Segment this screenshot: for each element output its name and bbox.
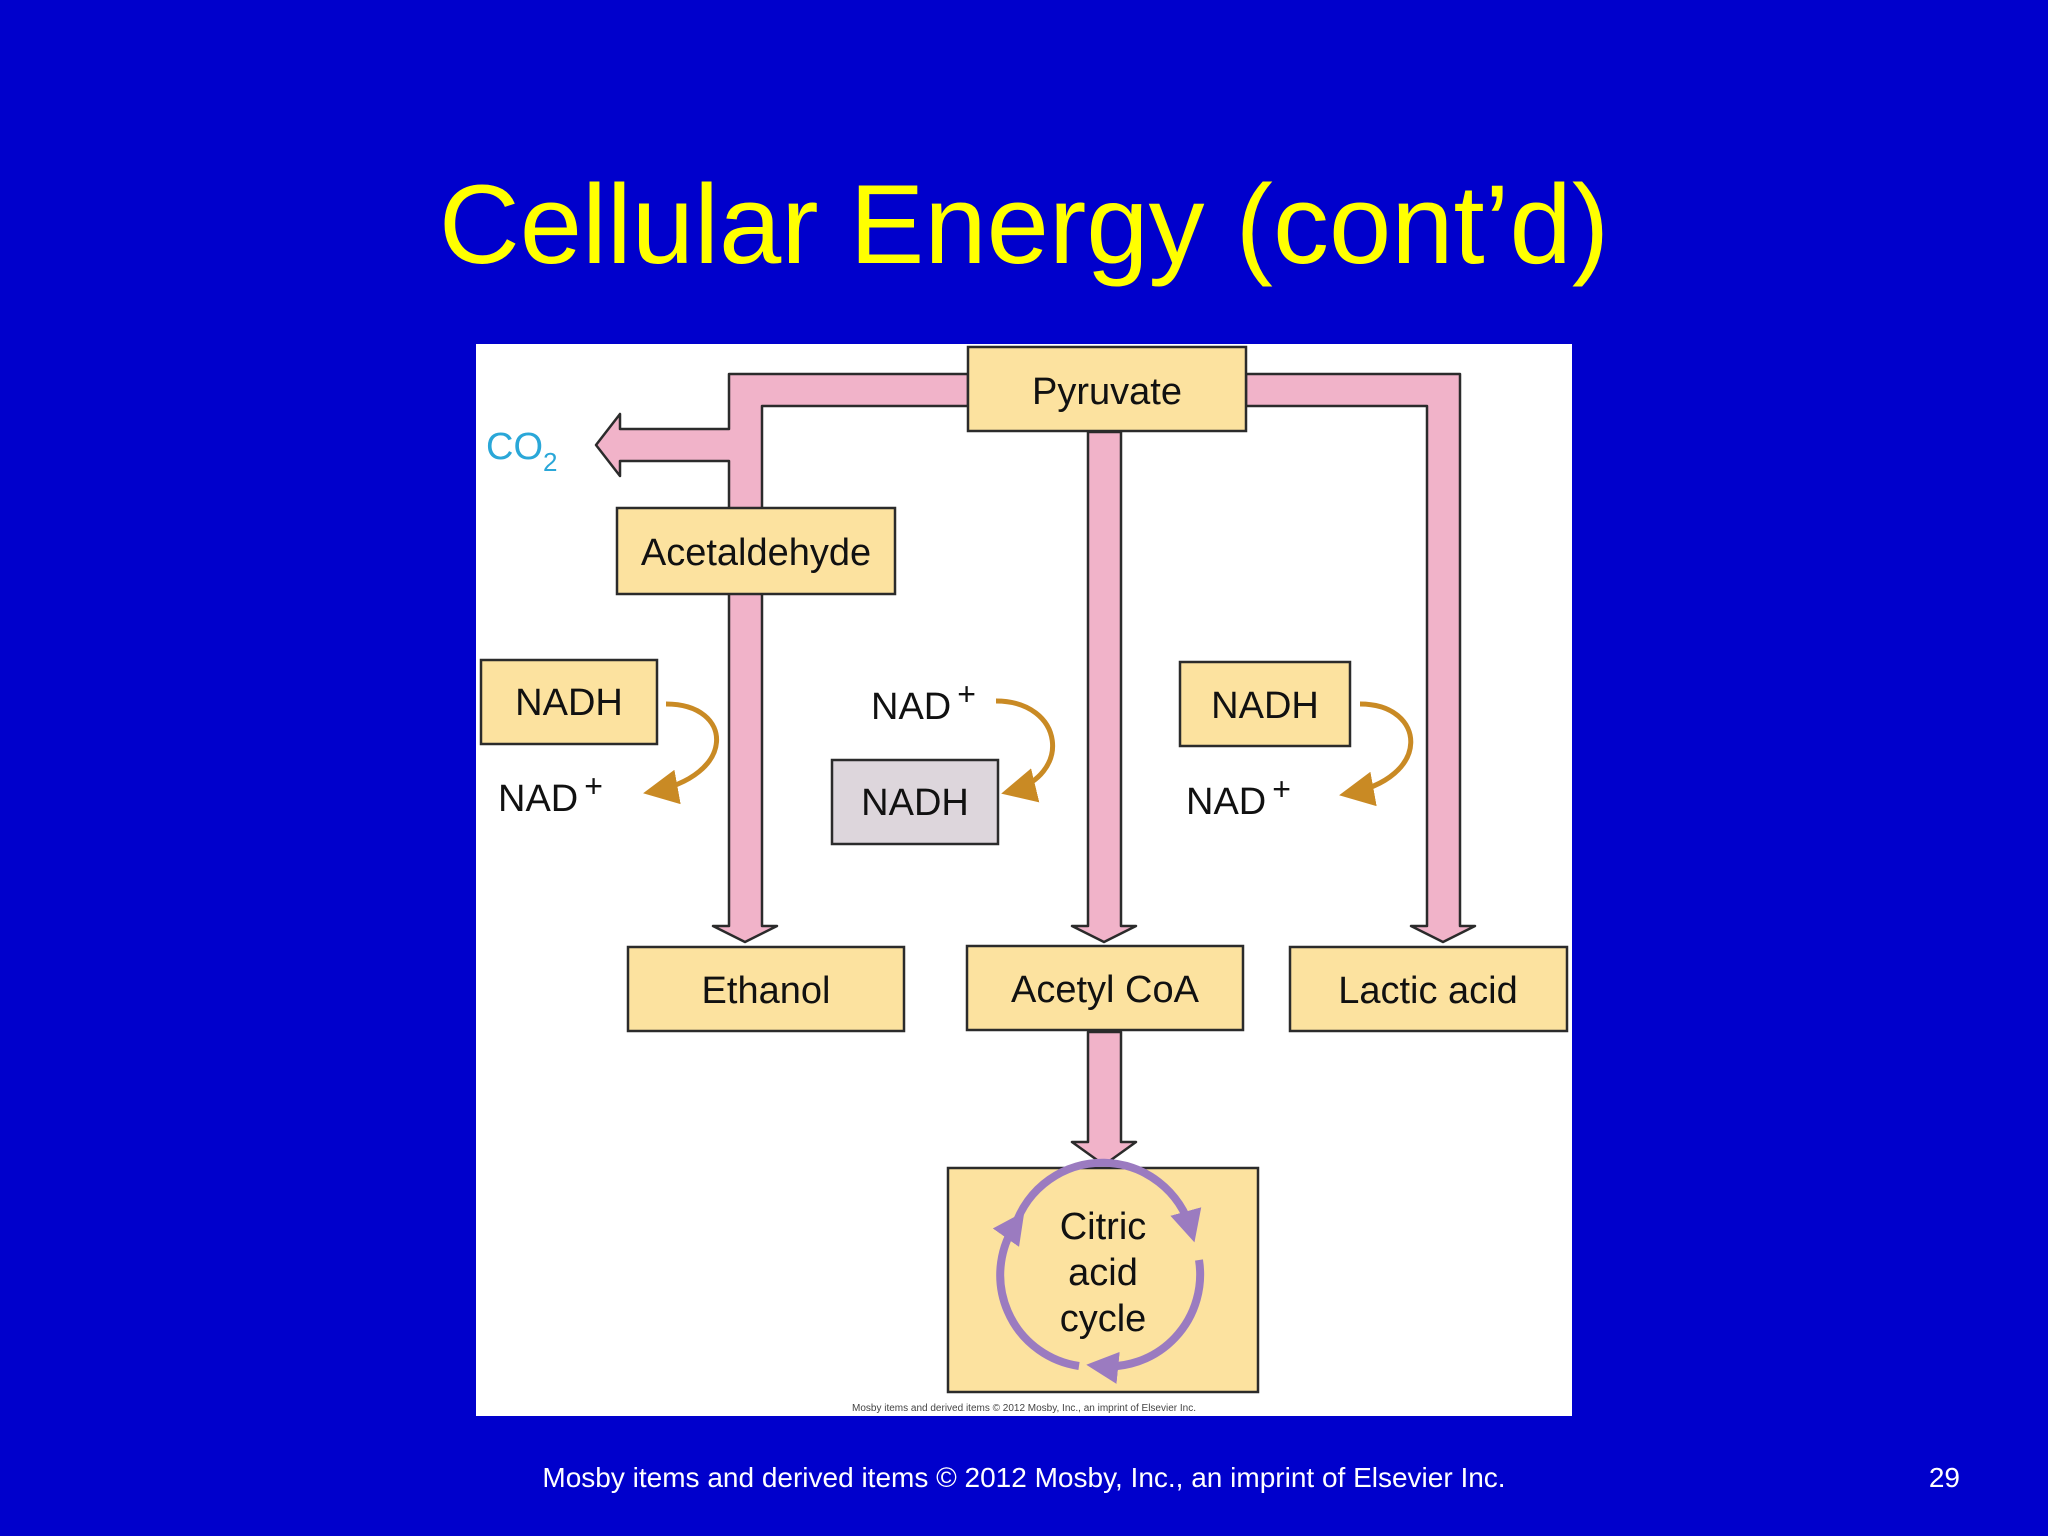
left-redox-arrow bbox=[643, 701, 719, 805]
middle-pathway-arrow bbox=[1070, 430, 1138, 944]
slide-number: 29 bbox=[1928, 1462, 1960, 1493]
co2-main: CO bbox=[486, 426, 543, 468]
citric-acid-cycle-node: Citric acid cycle bbox=[946, 1158, 1260, 1394]
cycle-line3: cycle bbox=[1060, 1298, 1147, 1340]
ethanol-node: Ethanol bbox=[626, 945, 906, 1033]
co2-subscript: 2 bbox=[543, 447, 557, 477]
acetyl-to-cycle-arrow bbox=[1070, 1030, 1138, 1167]
acetyl-coa-label: Acetyl CoA bbox=[1011, 969, 1200, 1011]
lactic-acid-label: Lactic acid bbox=[1338, 970, 1518, 1012]
pyruvate-node: Pyruvate bbox=[966, 345, 1248, 433]
co2-label: CO2 bbox=[486, 426, 557, 477]
image-credit: Mosby items and derived items © 2012 Mos… bbox=[852, 1403, 1196, 1414]
right-nad-label: NAD+ bbox=[1186, 771, 1291, 823]
cycle-arrow-left bbox=[992, 1211, 1080, 1370]
mid-nad-label: NAD+ bbox=[871, 676, 976, 728]
right-nadh-label: NADH bbox=[1211, 685, 1319, 727]
right-redox-arrow bbox=[1339, 701, 1414, 807]
lactic-acid-node: Lactic acid bbox=[1288, 945, 1569, 1033]
right-nadh-node: NADH bbox=[1178, 660, 1352, 748]
acetaldehyde-label: Acetaldehyde bbox=[641, 532, 871, 574]
cycle-line1: Citric bbox=[1060, 1206, 1147, 1248]
middle-redox-arrow bbox=[995, 698, 1056, 803]
ethanol-label: Ethanol bbox=[702, 970, 831, 1012]
left-nadh-node: NADH bbox=[479, 658, 659, 746]
right-pathway-arrow bbox=[1244, 372, 1477, 944]
left-nad-label: NAD+ bbox=[498, 768, 603, 820]
mid-nadh-node: NADH bbox=[830, 758, 1000, 846]
acetaldehyde-node: Acetaldehyde bbox=[615, 506, 897, 596]
pyruvate-label: Pyruvate bbox=[1032, 371, 1182, 413]
cycle-arrow-right bbox=[1086, 1259, 1205, 1384]
slide-title: Cellular Energy (cont’d) bbox=[438, 162, 1610, 287]
mid-nadh-label: NADH bbox=[861, 782, 969, 824]
left-pathway-arrow bbox=[594, 372, 970, 944]
cycle-line2: acid bbox=[1068, 1252, 1138, 1294]
cycle-arrow-top bbox=[1011, 1158, 1202, 1243]
slide-footer: Mosby items and derived items © 2012 Mos… bbox=[542, 1462, 1506, 1493]
left-nadh-label: NADH bbox=[515, 682, 623, 724]
acetyl-coa-node: Acetyl CoA bbox=[965, 944, 1245, 1032]
metabolism-diagram: Pyruvate CO2 Acetaldehyde NADH NAD+ NAD+… bbox=[476, 344, 1572, 1416]
